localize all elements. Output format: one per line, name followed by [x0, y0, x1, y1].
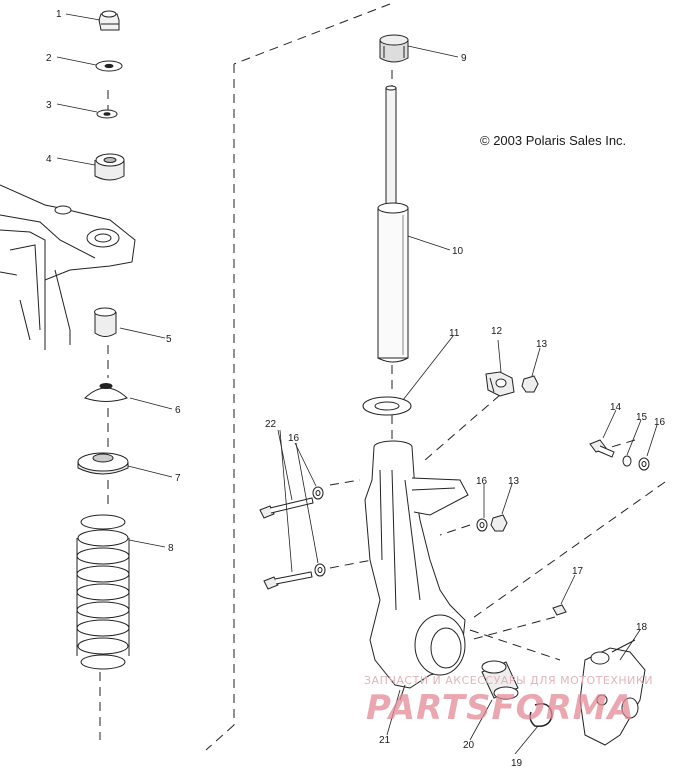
callout-15: 15 [636, 412, 648, 423]
part-spacer [94, 307, 117, 337]
callout-21: 21 [379, 735, 391, 746]
callout-16-left: 16 [288, 433, 300, 444]
part-washer-large [95, 60, 123, 72]
callout-16-right: 16 [654, 417, 666, 428]
callout-leaders [56, 13, 658, 755]
part-grease-fitting [552, 604, 567, 616]
callout-7: 7 [175, 473, 181, 484]
watermark-tagline: ЗАПЧАСТИ И АКСЕССУАРЫ ДЛЯ МОТОТЕХНИКИ [364, 674, 653, 687]
copyright-notice: © 2003 Polaris Sales Inc. [480, 133, 627, 148]
part-brake-caliper [579, 639, 646, 746]
part-bearing [481, 660, 519, 700]
part-lock-washer [622, 455, 632, 467]
callout-14: 14 [610, 402, 622, 413]
callout-17: 17 [572, 566, 584, 577]
callout-18: 18 [636, 622, 648, 633]
callout-8: 8 [168, 543, 174, 554]
callout-13-clamp: 13 [536, 339, 548, 350]
part-washer-knuckle [476, 518, 488, 532]
part-snap-ring [529, 703, 553, 728]
part-spring-seat [77, 452, 129, 475]
callout-5: 5 [166, 334, 172, 345]
callout-10: 10 [452, 246, 464, 257]
watermark-logo: PARTSFORMA [366, 688, 635, 728]
callout-3: 3 [46, 100, 52, 111]
part-brake-line-clamp [485, 371, 515, 397]
callout-20: 20 [463, 740, 475, 751]
part-steering-knuckle [364, 440, 469, 701]
part-nut-top [98, 10, 120, 31]
callout-11: 11 [449, 328, 460, 339]
part-strut-washer [362, 396, 412, 416]
part-nut-knuckle [490, 514, 508, 532]
callout-13-knuckle: 13 [508, 476, 520, 487]
assembly-guide-lines [99, 3, 666, 751]
part-bolts-long [259, 497, 314, 590]
callout-6: 6 [175, 405, 181, 416]
part-coil-spring [76, 514, 130, 670]
callout-19: 19 [511, 758, 523, 768]
part-bump-stop [379, 34, 409, 63]
part-washer-right [638, 457, 650, 471]
part-spring-cup [84, 383, 128, 402]
part-strut [377, 85, 409, 363]
callout-16-knuckle: 16 [476, 476, 488, 487]
callout-22: 22 [265, 419, 277, 430]
part-washer-small [96, 109, 118, 119]
part-bushing-upper [94, 153, 125, 181]
part-washers-left [312, 486, 326, 577]
callout-9: 9 [461, 53, 467, 64]
callout-2: 2 [46, 53, 52, 64]
callout-12: 12 [491, 326, 503, 337]
callout-1: 1 [56, 9, 62, 20]
part-nut-clamp [521, 375, 539, 393]
frame-bracket [0, 184, 136, 350]
part-bolt-short [589, 439, 615, 458]
callout-4: 4 [46, 154, 52, 165]
